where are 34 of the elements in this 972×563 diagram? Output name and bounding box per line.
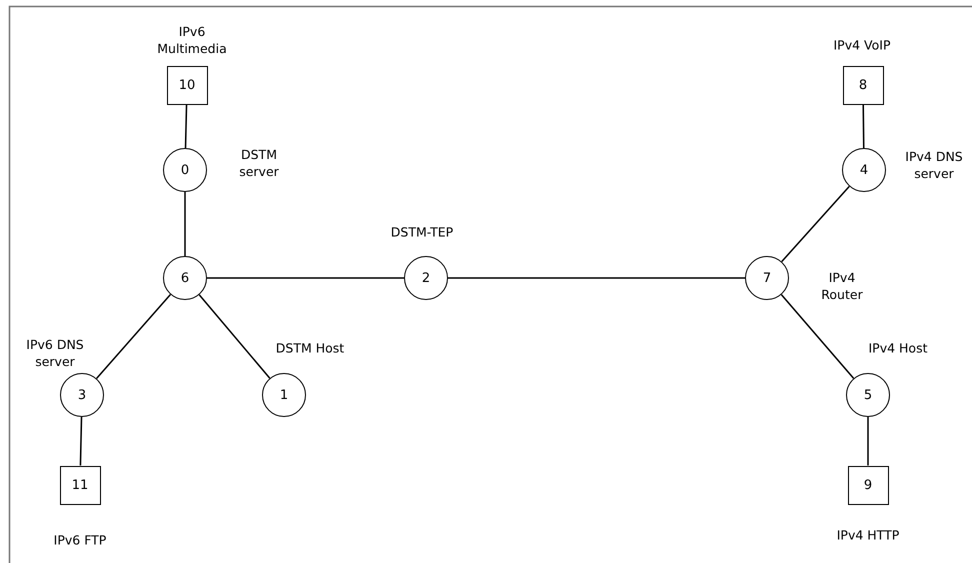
node-caption: IPv4 DNS server (904, 148, 964, 182)
link-line (96, 294, 172, 379)
link-line (184, 104, 188, 148)
network-node-circle: 5 (846, 373, 890, 417)
network-node-circle: 0 (163, 148, 207, 192)
network-node-circle: 6 (163, 256, 207, 300)
node-caption: IPv6 Multimedia (156, 23, 228, 57)
network-node-circle: 1 (262, 373, 306, 417)
application-box: 11 (60, 466, 100, 504)
link-line (781, 186, 850, 262)
link-line (80, 416, 82, 466)
node-caption: DSTM-TEP (390, 224, 454, 240)
link-line (184, 192, 186, 256)
network-node-circle: 4 (842, 148, 886, 192)
network-node-circle: 7 (745, 256, 789, 300)
application-box: 10 (166, 66, 208, 104)
network-node-circle: 2 (404, 256, 448, 300)
node-caption: IPv6 FTP (52, 532, 108, 548)
node-caption: IPv4 HTTP (836, 526, 900, 544)
node-caption: DSTM Host (274, 340, 346, 356)
node-caption: IPv4 VoIP (832, 36, 892, 54)
node-caption: IPv4 Router (820, 269, 864, 303)
node-caption: IPv4 Host (867, 340, 928, 356)
network-node-circle: 3 (60, 373, 104, 417)
node-caption: DSTM server (238, 146, 280, 180)
link-line (207, 277, 404, 279)
link-line (448, 277, 745, 279)
application-box: 9 (848, 466, 888, 504)
link-line (867, 417, 869, 466)
link-line (862, 104, 864, 148)
link-line (198, 294, 270, 379)
application-box: 8 (842, 66, 884, 104)
node-caption: IPv6 DNS server (25, 336, 85, 370)
link-line (780, 294, 854, 379)
